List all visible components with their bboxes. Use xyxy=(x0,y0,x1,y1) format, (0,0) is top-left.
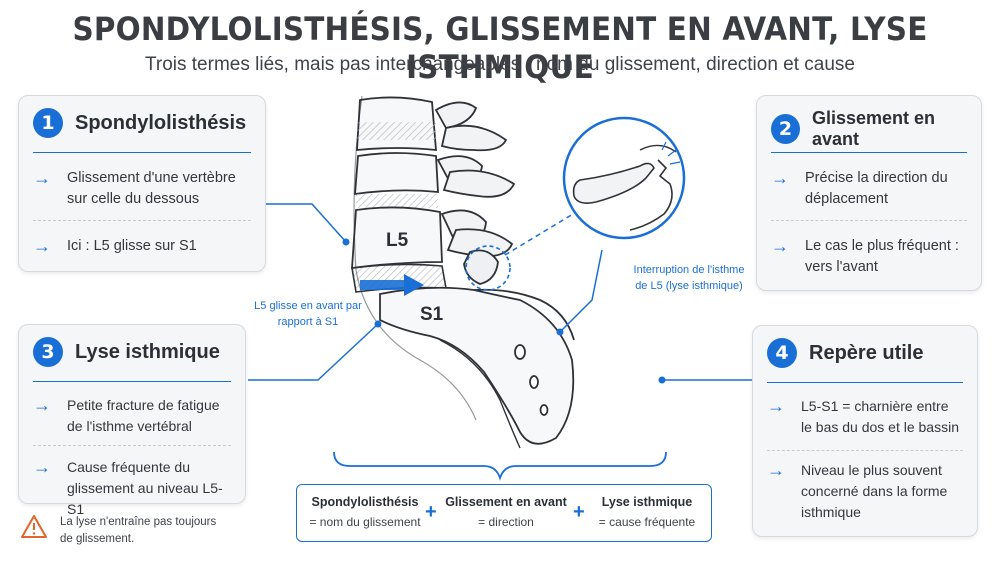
card-item: L5-S1 = charnière entre le bas du dos et… xyxy=(801,398,959,435)
upper-vertebra xyxy=(356,96,508,152)
arrow-right-icon: → xyxy=(33,236,51,256)
card-title: Glissement en avant xyxy=(811,108,936,149)
card-item: Niveau le plus souvent concerné dans la … xyxy=(801,462,948,520)
summary-box: Spondylolisthésis = nom du glissement + … xyxy=(296,484,712,542)
summary-term-3: Lyse isthmique = cause fréquente xyxy=(598,495,696,529)
arrow-right-icon: → xyxy=(771,168,789,188)
sacrum-s1 xyxy=(379,286,575,449)
card-item: Cause fréquente du glissement au niveau … xyxy=(67,459,223,517)
slip-note: L5 glisse en avant par rapport à S1 xyxy=(254,300,362,328)
step-3-badge: 3 xyxy=(33,337,63,367)
card-item: Glissement d'une vertèbre sur celle du d… xyxy=(67,170,236,207)
page-title: SPONDYLOLISTHÉSIS, GLISSEMENT EN AVANT, … xyxy=(72,10,928,86)
card-title: Lyse isthmique xyxy=(75,340,220,363)
card-lyse: 3 Lyse isthmique → Petite fracture de fa… xyxy=(18,324,246,517)
card-title: Spondylolisthésis xyxy=(75,111,247,134)
arrow-right-icon: → xyxy=(33,457,51,477)
l4-vertebra xyxy=(354,152,516,208)
plus-icon: + xyxy=(425,501,437,523)
card-repere: 4 Repère utile → L5-S1 = charnière entre… xyxy=(752,325,978,537)
card-item: Le cas le plus fréquent : vers l'avant xyxy=(805,238,959,275)
card-glissement: 2 Glissement en avant → Précise la direc… xyxy=(756,95,982,291)
arrow-right-icon: → xyxy=(33,168,51,188)
card-title: Repère utile xyxy=(809,341,924,364)
l5-vertebra xyxy=(351,206,514,285)
arrow-right-icon: → xyxy=(767,396,785,416)
s1-label: S1 xyxy=(420,304,444,325)
card-spondylolisthesis: 1 Spondylolisthésis → Glissement d'une v… xyxy=(18,95,266,272)
arrow-right-icon: → xyxy=(767,460,785,480)
step-2-badge: 2 xyxy=(771,114,800,144)
step-1-badge: 1 xyxy=(33,108,63,138)
arrow-right-icon: → xyxy=(771,236,789,256)
isthmus-zoom xyxy=(562,116,686,240)
warning-note: La lyse n'entraîne pas toujours de gliss… xyxy=(60,516,217,545)
plus-icon: + xyxy=(573,501,585,523)
l5-label: L5 xyxy=(386,230,409,251)
isthmus-note: Interruption de l'isthme de L5 (lyse ist… xyxy=(633,264,745,292)
card-item: Ici : L5 glisse sur S1 xyxy=(67,238,197,254)
arrow-right-icon: → xyxy=(33,395,51,415)
warning-icon xyxy=(21,515,47,538)
card-item: Précise la direction du déplacement xyxy=(805,170,948,207)
card-item: Petite fracture de fatigue de l'isthme v… xyxy=(67,397,220,434)
summary-term-2: Glissement en avant = direction xyxy=(445,495,567,529)
step-4-badge: 4 xyxy=(767,338,797,368)
summary-term-1: Spondylolisthésis = nom du glissement xyxy=(309,495,421,529)
page-subtitle: Trois termes liés, mais pas interchangea… xyxy=(144,54,855,75)
